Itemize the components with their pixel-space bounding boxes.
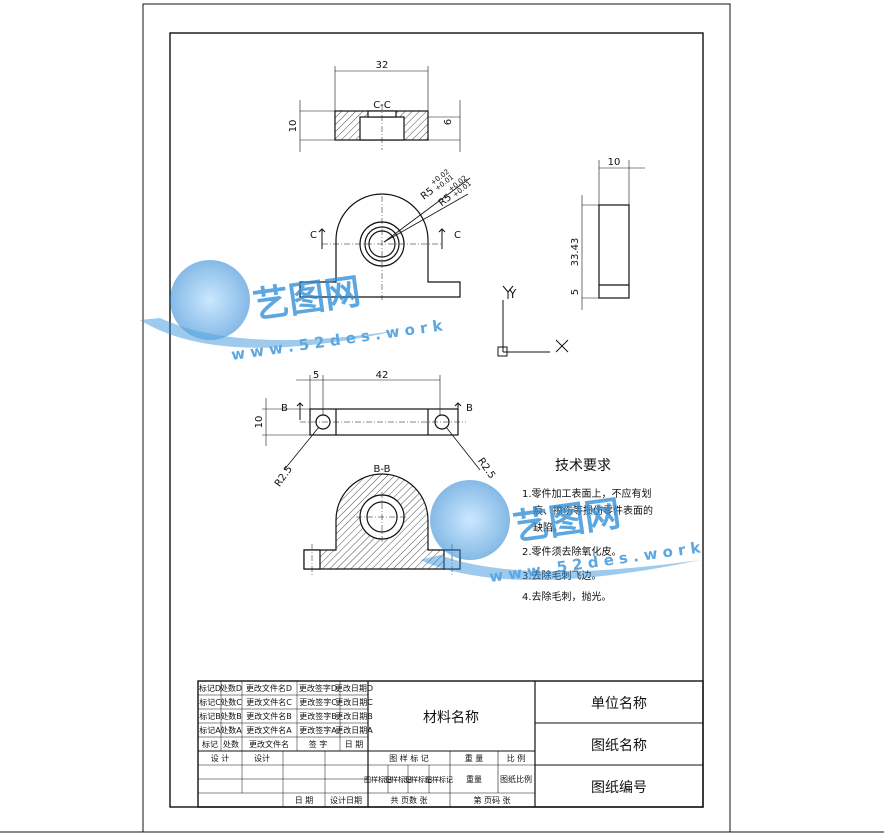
dim-top-width: 32: [376, 60, 389, 71]
plan-view: [262, 375, 481, 471]
rev-cell: 更改签字D: [299, 683, 337, 693]
rev-cell: 更改日期A: [335, 725, 373, 735]
dim-top-height: 10: [288, 120, 299, 133]
dim-side-base: 5: [570, 289, 581, 295]
section-mark-c-right: C: [454, 230, 461, 241]
rev-cell: 更改文件名D: [246, 683, 292, 693]
section-cc-label: C-C: [373, 100, 391, 111]
drawing-number: 图纸编号: [591, 780, 647, 796]
rev-cell: 处数D: [220, 683, 242, 693]
date-label: 日 期: [295, 796, 314, 805]
rev-cell: 更改日期D: [335, 683, 373, 693]
material-name: 材料名称: [423, 710, 479, 726]
rev-header: 更改文件名: [249, 739, 289, 749]
rev-header: 签 字: [309, 739, 328, 749]
scale-label: 比 例: [507, 753, 526, 763]
rev-cell: 更改文件名B: [246, 711, 292, 721]
watermark-1: 艺图网 w w w . 5 2 d e s . w o r k: [140, 260, 445, 364]
watermark-brand: 艺图网: [511, 493, 624, 549]
section-mark-b-left: B: [281, 403, 288, 414]
unit-name: 单位名称: [591, 696, 647, 712]
rev-cell: 标记B: [199, 711, 221, 721]
ucs-y-label: Y: [508, 287, 517, 301]
rev-cell: 处数A: [220, 725, 242, 735]
rev-cell: 标记D: [199, 683, 221, 693]
ucs-icon: [497, 285, 569, 357]
watermark-brand: 艺图网: [251, 271, 364, 327]
title-block: [197, 680, 704, 808]
rev-cell: 更改文件名C: [246, 697, 292, 707]
weight-value: 重量: [466, 774, 482, 784]
rev-header: 日 期: [345, 740, 364, 749]
rev-cell: 处数C: [220, 697, 242, 707]
stage-mark: 图样标记: [384, 775, 412, 784]
rev-cell: 更改日期C: [335, 697, 373, 707]
watermark-swoosh-icon: [420, 555, 700, 580]
tech-line: 4.去除毛刺，抛光。: [522, 590, 612, 603]
rev-cell: 处数B: [220, 711, 242, 721]
design-date: 设计日期: [330, 795, 362, 805]
total-sheets: 共 页数 张: [390, 795, 427, 805]
radius-callouts: R5 +0.02 +0.01 R5 +0.02 +0.01: [419, 168, 473, 209]
sheet-number: 第 页码 张: [473, 795, 510, 805]
dim-hole-left: R2.5: [273, 464, 295, 489]
dim-hole-right: R2.5: [475, 456, 497, 481]
watermark-globe-icon: [430, 480, 510, 560]
dim-front-width: 42: [376, 370, 389, 381]
dim-front-offset: 5: [313, 370, 319, 381]
rev-cell: 更改签字A: [299, 725, 337, 735]
rev-cell: 更改签字B: [299, 711, 337, 721]
ucs-x-label: X: [574, 351, 575, 353]
tech-line: 3.去除毛刺飞边。: [522, 569, 602, 582]
revision-table: 标记D 处数D 更改文件名D 更改签字D 更改日期D 标记C 处数C 更改文件名…: [199, 683, 373, 805]
stage-mark: 图样标记: [404, 775, 432, 784]
dim-front-height: 10: [254, 416, 265, 429]
rev-cell: 更改签字C: [299, 697, 337, 707]
section-mark-c-left: C: [310, 230, 317, 241]
rev-cell: 标记A: [199, 725, 221, 735]
section-view-bb: [303, 473, 461, 576]
front-view: [299, 177, 471, 300]
dim-side-width: 10: [608, 157, 621, 168]
dim-side-height: 33.43: [570, 238, 581, 267]
dim-top-depth: 6: [443, 119, 454, 125]
tech-line: 缺陷。: [533, 521, 563, 534]
section-view-cc: [299, 66, 461, 152]
tech-title: 技术要求: [555, 458, 611, 474]
watermark-swoosh-icon: [140, 318, 400, 348]
drawing-name: 图纸名称: [591, 738, 647, 754]
stage-mark: 图样标记: [425, 775, 453, 784]
design-value: 设计: [254, 753, 270, 763]
design-label: 设 计: [211, 753, 230, 763]
scale-value: 图纸比例: [500, 774, 532, 784]
rev-header: 处数: [223, 739, 239, 749]
stage-mark-label: 图 样 标 记: [389, 753, 429, 763]
rev-cell: 更改文件名A: [246, 725, 292, 735]
side-view: [581, 160, 645, 310]
tech-lines: 1.零件加工表面上，不应有划 痕、擦伤等损伤零件表面的 缺陷。 2.零件须去除氧…: [522, 487, 653, 603]
weight-label: 重 量: [465, 753, 484, 763]
rev-cell: 更改日期B: [335, 711, 373, 721]
section-mark-b-right: B: [466, 403, 473, 414]
tech-line: 痕、擦伤等损伤零件表面的: [533, 504, 653, 517]
tech-line: 2.零件须去除氧化皮。: [522, 545, 622, 558]
section-bb-label: B-B: [374, 464, 391, 475]
stage-mark: 图样标记: [364, 775, 392, 784]
tech-line: 1.零件加工表面上，不应有划: [522, 487, 652, 500]
rev-cell: 标记C: [199, 697, 221, 707]
watermark-globe-icon: [170, 260, 250, 340]
rev-header: 标记: [202, 739, 218, 749]
